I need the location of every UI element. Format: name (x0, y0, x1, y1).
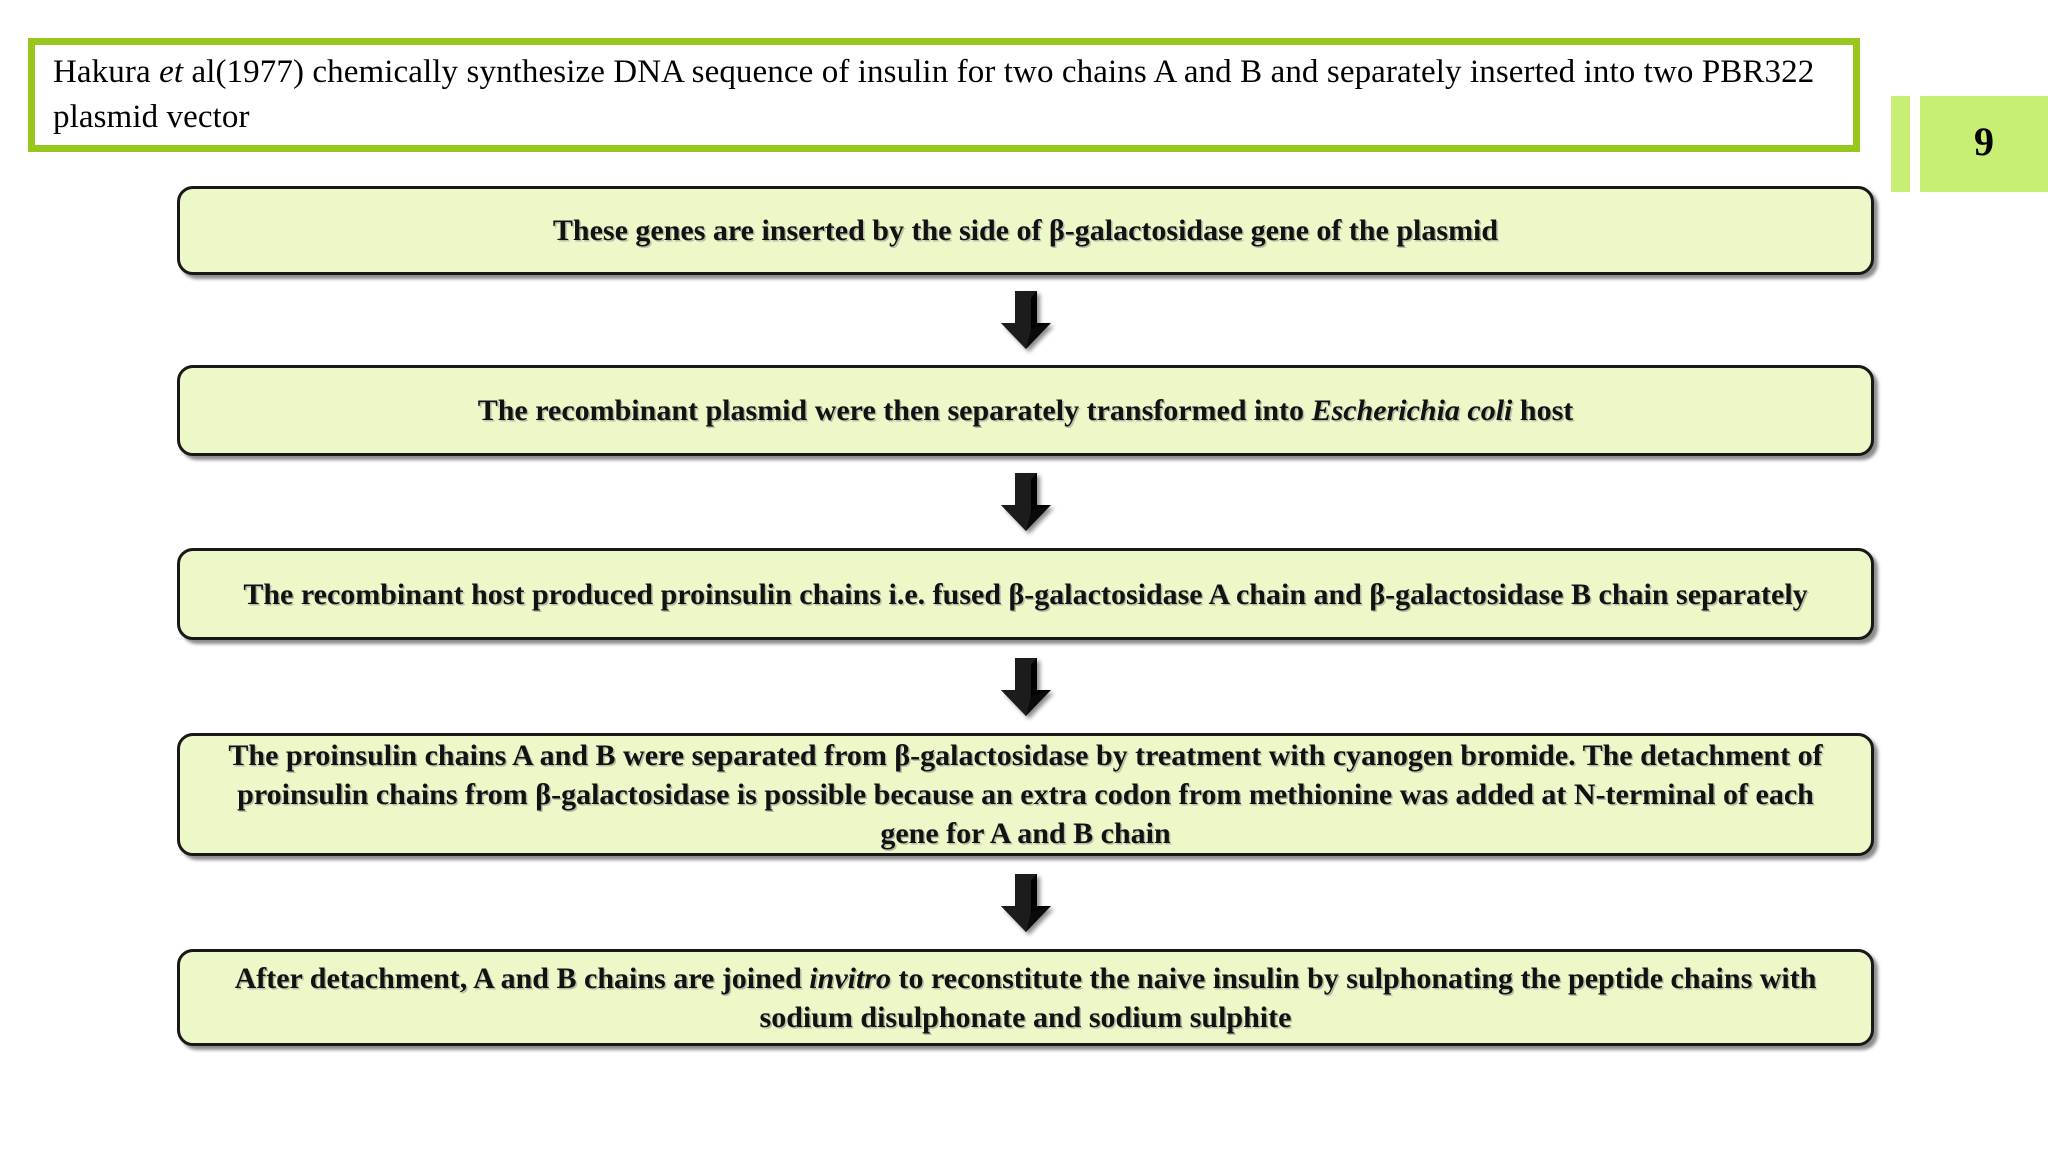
title-segment-post: al(1977) chemically synthesize DNA seque… (53, 54, 1815, 135)
flow-step-3: The recombinant host produced proinsulin… (177, 548, 1874, 640)
down-arrow-icon (1000, 657, 1051, 716)
page-number-value: 9 (1974, 119, 1994, 164)
flow-step-4-label: The proinsulin chains A and B were separ… (228, 739, 1823, 850)
down-arrow-icon (1000, 291, 1051, 349)
down-arrow-icon (1000, 473, 1051, 531)
flow-step-1: These genes are inserted by the side of … (177, 186, 1874, 275)
flow-step-2-post: host (1512, 394, 1574, 427)
title-segment-pre: Hakura (53, 54, 160, 91)
flow-step-2-pre: The recombinant plasmid were then separa… (477, 394, 1312, 427)
title-segment-italic: et (159, 54, 184, 91)
flow-step-2-label: The recombinant plasmid were then separa… (478, 391, 1574, 430)
flow-connector-2 (177, 456, 1874, 548)
flow-step-5-label: After detachment, A and B chains are joi… (208, 959, 1843, 1037)
slide-title-banner: Hakura et al(1977) chemically synthesize… (28, 38, 1860, 152)
flow-connector-3 (177, 640, 1874, 733)
flow-step-1-label: These genes are inserted by the side of … (552, 214, 1499, 247)
page-number-badge: 9 (1920, 96, 2048, 192)
down-arrow-icon (1000, 873, 1051, 932)
flow-step-2: The recombinant plasmid were then separa… (177, 365, 1874, 456)
slide-title-text: Hakura et al(1977) chemically synthesize… (35, 50, 1853, 139)
flow-step-4: The proinsulin chains A and B were separ… (177, 733, 1874, 856)
flow-step-5-post: to reconstitute the naive insulin by sul… (759, 961, 1817, 1034)
flow-step-5: After detachment, A and B chains are joi… (177, 949, 1874, 1046)
flow-connector-1 (177, 275, 1874, 365)
flow-step-2-italic: Escherichia coli (1311, 394, 1513, 427)
flow-step-5-italic: invitro (809, 961, 891, 995)
flow-connector-4 (177, 856, 1874, 949)
flow-step-5-pre: After detachment, A and B chains are joi… (234, 961, 810, 995)
flowchart: These genes are inserted by the side of … (177, 186, 1874, 1046)
flow-step-3-label: The recombinant host produced proinsulin… (243, 577, 1808, 611)
page-number-accent-bar (1891, 96, 1910, 192)
